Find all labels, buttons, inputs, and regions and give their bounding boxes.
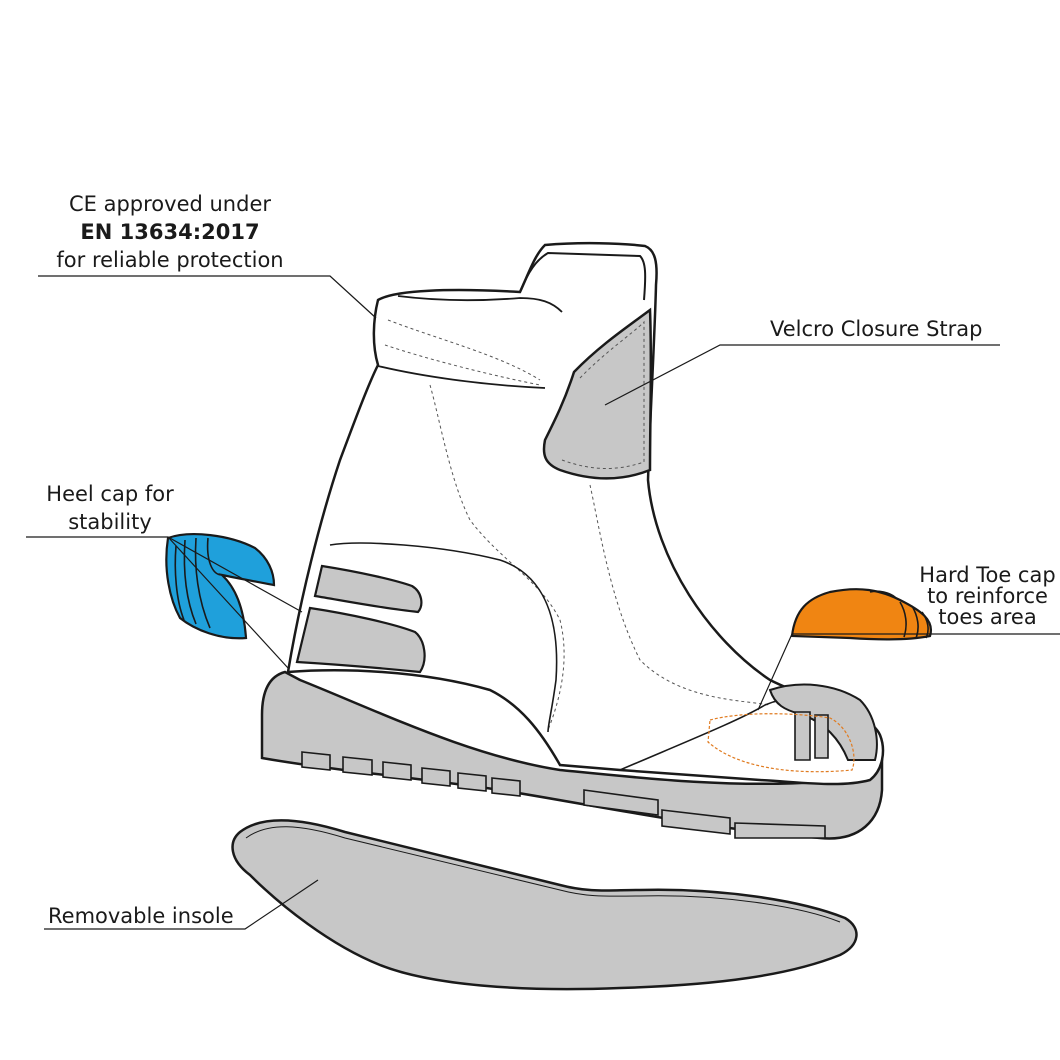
callout-heel-line1: Heel cap for	[46, 482, 174, 506]
heel-cap	[165, 533, 276, 640]
toe-cap-outline	[707, 713, 855, 773]
boot-collar	[519, 251, 647, 301]
leader-toe	[757, 633, 1060, 711]
leader-insole	[44, 879, 319, 930]
callout-heel-cap: Heel cap for stability	[30, 480, 190, 536]
toe-cap	[790, 588, 933, 641]
shell-seam	[329, 542, 558, 733]
callout-ce-line1: CE approved under	[68, 192, 271, 216]
insole	[231, 819, 858, 991]
callout-ce-standard: EN 13634:2017	[80, 220, 260, 244]
shell-stitch	[384, 319, 771, 731]
insole-rim	[245, 826, 841, 923]
heel-panel-1	[313, 564, 423, 614]
collar-top	[397, 295, 563, 313]
heel-panel-2	[295, 606, 426, 674]
callout-ce-line3: for reliable protection	[56, 248, 284, 272]
velcro-stitch	[561, 320, 645, 469]
boot-shell	[286, 241, 885, 786]
leader-ce	[38, 275, 377, 319]
collar-band	[377, 365, 546, 389]
callout-velcro: Velcro Closure Strap	[770, 317, 983, 341]
callout-insole: Removable insole	[48, 904, 234, 928]
callout-toe-line2: to reinforce	[927, 584, 1048, 608]
callout-heel-line2: stability	[68, 510, 152, 534]
toe-cap-ribs	[869, 590, 929, 639]
callout-toe-cap: Hard Toe cap to reinforce toes area	[900, 565, 1060, 628]
leader-velcro	[604, 344, 1000, 406]
sole-treads	[301, 751, 826, 839]
leader-heel	[26, 536, 303, 669]
heel-cap-ribs	[174, 537, 223, 629]
toe-panel-stripes	[794, 711, 829, 761]
callout-ce-approval: CE approved under EN 13634:2017 for reli…	[30, 190, 310, 274]
callout-toe-line1: Hard Toe cap	[919, 563, 1056, 587]
callout-toe-line3: toes area	[938, 605, 1037, 629]
velcro-strap	[542, 307, 653, 480]
